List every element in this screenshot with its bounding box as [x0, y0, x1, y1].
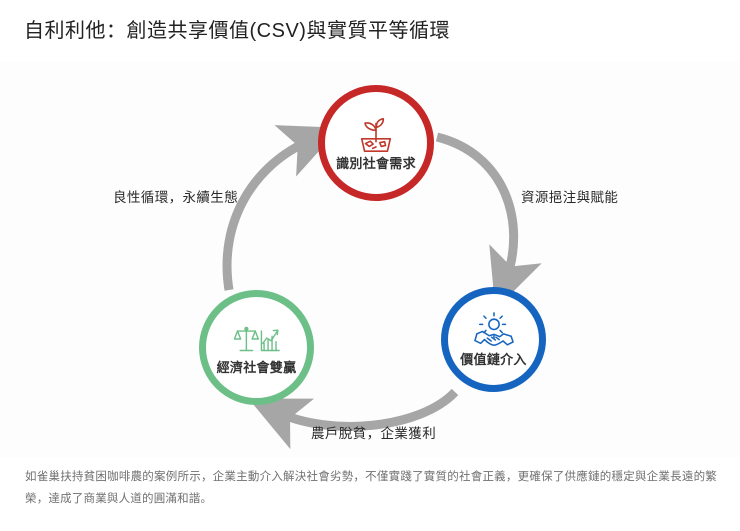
node-value-chain-intervention[interactable]: 價值鏈介入 — [441, 287, 546, 392]
sprout-in-cracked-ground-icon — [360, 117, 392, 152]
arrow-valuechain-to-winwin — [248, 388, 459, 450]
figure-caption: 如雀巢扶持貧困咖啡農的案例所示，企業主動介入解決社會劣勢，不僅實踐了實質的社會正… — [25, 471, 717, 505]
node-winwin-label: 經濟社會雙贏 — [216, 360, 297, 375]
node-economic-social-winwin[interactable]: 經濟社會雙贏 — [199, 290, 314, 405]
scales-growth-chart-icon — [233, 326, 280, 352]
node-valuechain-label: 價值鏈介入 — [460, 352, 527, 367]
edge-label-valuechain-to-winwin: 農戶脫貧，企業獲利 — [311, 426, 437, 441]
page-title: 自利利他：創造共享價值(CSV)與實質平等循環 — [24, 20, 450, 42]
arrow-winwin-to-identify — [222, 125, 341, 291]
arrow-identify-to-valuechain — [435, 132, 542, 310]
node-identify-social-needs[interactable]: 識別社會需求 — [318, 85, 434, 201]
edge-label-winwin-to-identify: 良性循環，永續生態 — [113, 190, 239, 205]
handshake-gear-icon — [473, 312, 514, 347]
cycle-arrows-svg — [222, 125, 542, 450]
edge-label-identify-to-valuechain: 資源挹注與賦能 — [521, 190, 619, 205]
node-identify-label: 識別社會需求 — [336, 155, 416, 171]
csv-cycle-diagram: 識別社會需求 價值鏈介入 — [0, 62, 740, 457]
